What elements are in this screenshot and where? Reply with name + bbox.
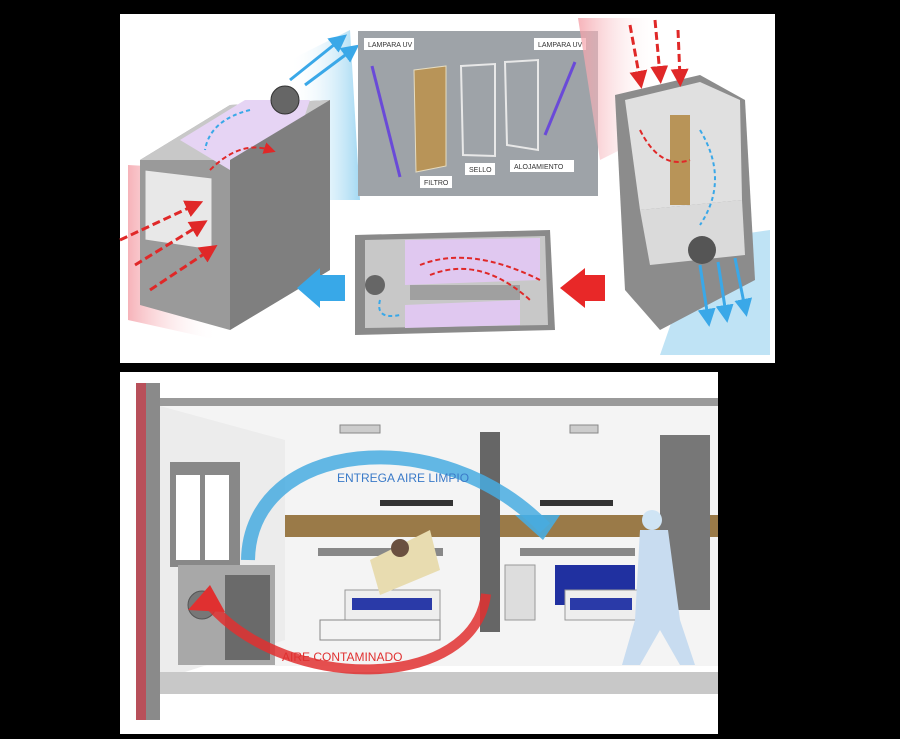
seal-frame [459,62,496,158]
label-housing: ALOJAMIENTO [514,164,564,171]
clean-air-label: ENTREGA AIRE LIMPIO [337,471,469,485]
purifier-top-view [297,230,605,335]
top-panel: LAMPARA UV LAMPARA UV FILTRO SELLO ALOJA… [119,14,775,363]
exterior-wall [136,383,146,720]
uv-lamp-right [543,61,577,136]
exploded-filter-view: LAMPARA UV LAMPARA UV FILTRO SELLO ALOJA… [358,31,598,196]
empty-bed [504,548,641,621]
patient-bed [318,530,443,641]
label-uv-lamp-right: LAMPARA UV [538,42,583,49]
uv-lamp-left [370,65,402,178]
housing-frame [503,58,539,152]
health-worker [622,510,695,665]
label-filter: FILTRO [424,180,449,187]
contaminated-air-arrow [206,593,491,675]
label-uv-lamp-left: LAMPARA UV [368,42,413,49]
wall-stripe [285,515,718,537]
purifier-unit-vertical [578,18,770,355]
filter-panel [413,65,447,173]
clean-air-arrow [241,450,551,561]
contaminated-air-label: AIRE CONTAMINADO [282,650,402,664]
label-seal: SELLO [469,167,492,174]
clean-air-out-arrow-icon [297,268,345,308]
purifier-unit-isometric [119,30,360,340]
floor-slab [160,672,718,694]
bottom-panel-room-scene: ENTREGA AIRE LIMPIO AIRE CONTAMINADO [120,372,718,734]
contaminated-air-in-arrow-icon [560,268,605,308]
patient [391,539,409,557]
